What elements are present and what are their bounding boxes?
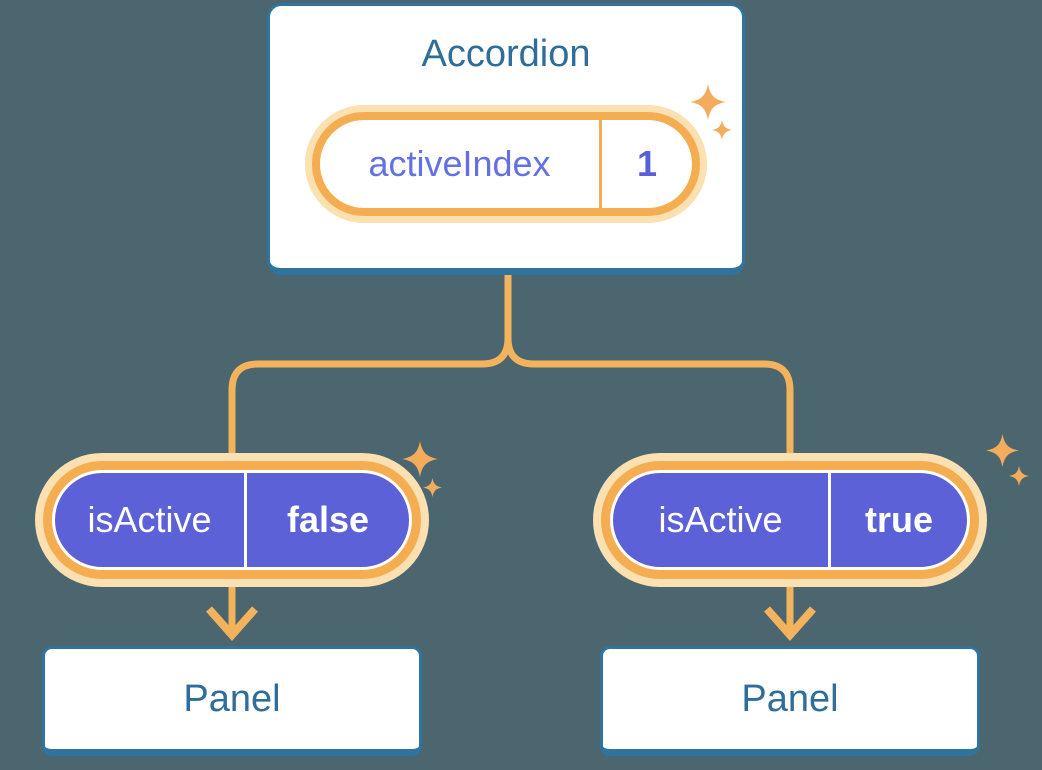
prop-pill-divider xyxy=(244,473,247,567)
state-pill-value: 1 xyxy=(636,143,658,184)
sparkle-icon xyxy=(712,120,732,140)
state-pill-label: activeIndex xyxy=(368,143,551,184)
state-pill-activeindex: activeIndex 1 xyxy=(312,112,700,216)
sparkle-icon xyxy=(423,478,442,497)
prop-pill-value: true xyxy=(864,499,933,540)
arrowhead-down-icon xyxy=(764,606,816,642)
prop-pill-divider xyxy=(828,473,831,567)
connector-left-branch xyxy=(228,270,512,633)
panel-title: Panel xyxy=(183,677,281,720)
state-pill-divider xyxy=(599,120,602,208)
sparkle-icon xyxy=(690,84,726,120)
prop-pill-label: isActive xyxy=(87,499,212,540)
accordion-title: Accordion xyxy=(421,33,591,75)
connector-right-branch xyxy=(504,270,794,633)
panel-node-right: Panel xyxy=(600,646,980,756)
prop-pill-isactive-false: isActive false xyxy=(52,470,412,570)
prop-pill-isactive-true: isActive true xyxy=(610,470,970,570)
sparkle-icon xyxy=(986,434,1019,467)
arrowhead-down-icon xyxy=(206,606,258,642)
prop-pill-label: isActive xyxy=(658,499,783,540)
panel-title: Panel xyxy=(741,677,839,720)
panel-node-left: Panel xyxy=(42,646,422,756)
sparkle-icon xyxy=(1009,466,1029,486)
prop-pill-value: false xyxy=(286,499,370,540)
sparkle-icon xyxy=(402,441,438,477)
